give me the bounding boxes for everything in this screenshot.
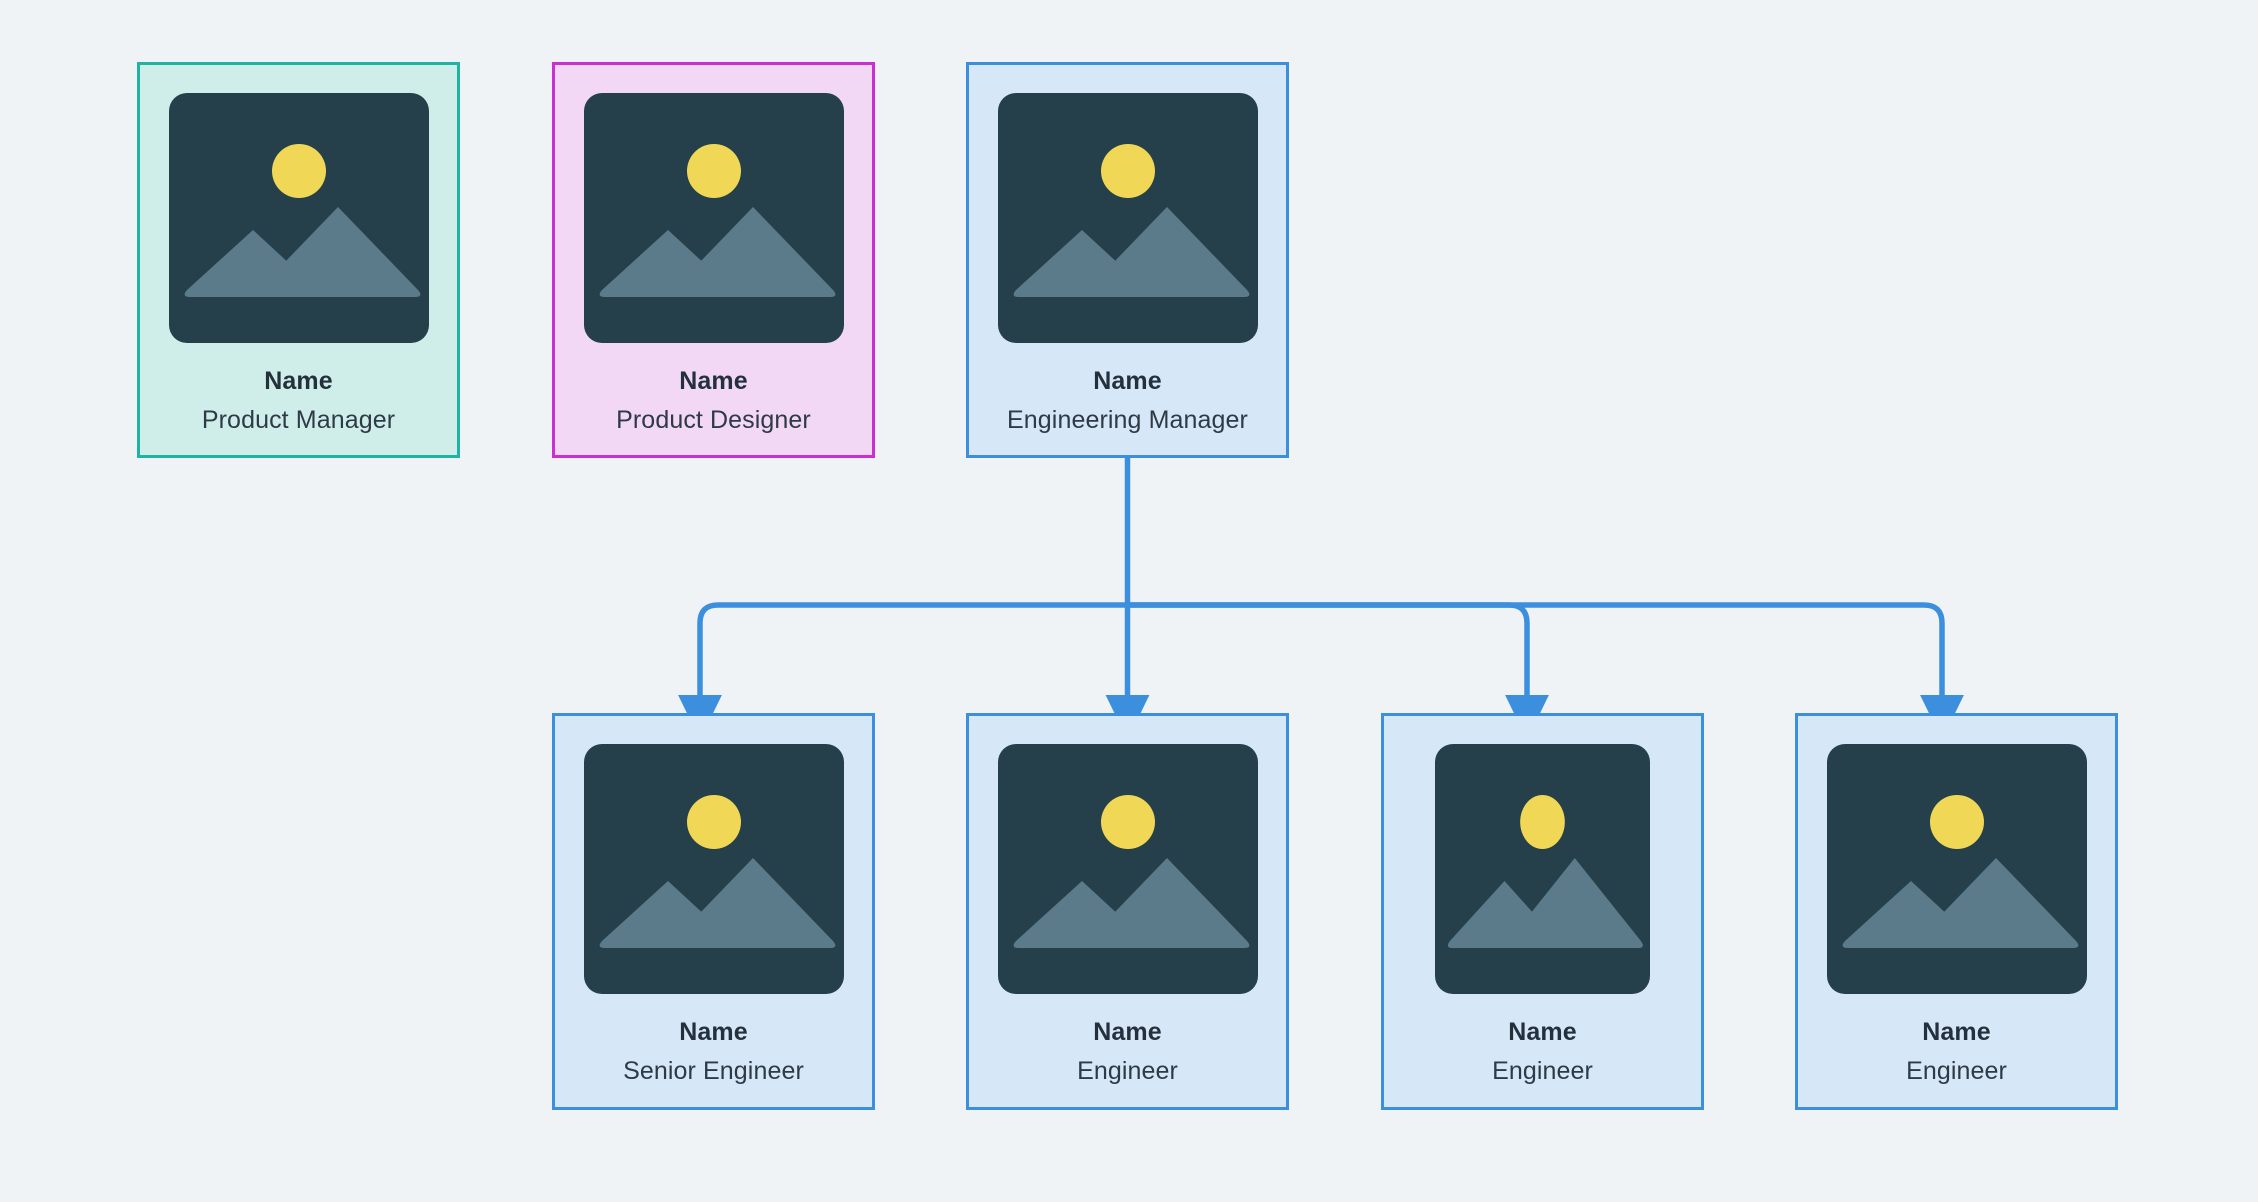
image-placeholder-icon [583, 93, 844, 343]
edge-to-engineer-2 [1127, 602, 1549, 740]
org-node-text: Name Engineer [1798, 994, 2115, 1084]
sun-icon [1100, 795, 1155, 849]
edge-to-engineer-3 [1127, 602, 1964, 740]
sun-icon [1520, 795, 1565, 849]
sun-icon [686, 144, 741, 198]
image-placeholder-icon [583, 744, 844, 994]
org-node-name: Name [1093, 367, 1162, 395]
image-placeholder-icon [997, 93, 1258, 343]
mountain-front-shape [599, 230, 736, 297]
org-node-engineer-3[interactable]: Name Engineer [1795, 713, 2118, 1110]
org-node-text: Name Engineer [1384, 994, 1701, 1084]
mountain-front-shape [1013, 230, 1150, 297]
org-node-product-manager[interactable]: Name Product Manager [137, 62, 460, 458]
org-node-engineer-1[interactable]: Name Engineer [966, 713, 1289, 1110]
org-node-role: Product Designer [616, 406, 811, 434]
org-node-role: Senior Engineer [623, 1057, 804, 1085]
sun-icon [1100, 144, 1155, 198]
sun-icon [1929, 795, 1984, 849]
sun-icon [271, 144, 326, 198]
mountain-front-shape [1013, 881, 1150, 948]
org-node-text: Name Senior Engineer [555, 994, 872, 1084]
org-node-name: Name [679, 367, 748, 395]
org-node-text: Name Engineering Manager [969, 343, 1286, 433]
mountain-front-shape [184, 230, 321, 297]
org-node-name: Name [1508, 1018, 1577, 1046]
org-node-name: Name [264, 367, 333, 395]
org-node-text: Name Product Designer [555, 343, 872, 433]
org-node-role: Engineer [1906, 1057, 2007, 1085]
edge-to-senior-engineer [678, 602, 1128, 740]
image-placeholder-icon [1435, 744, 1650, 994]
sun-icon [686, 795, 741, 849]
org-node-role: Engineer [1077, 1057, 1178, 1085]
org-node-role: Engineer [1492, 1057, 1593, 1085]
org-node-product-designer[interactable]: Name Product Designer [552, 62, 875, 458]
org-node-senior-engineer[interactable]: Name Senior Engineer [552, 713, 875, 1110]
org-node-name: Name [1093, 1018, 1162, 1046]
org-node-text: Name Engineer [969, 994, 1286, 1084]
mountain-front-shape [1842, 881, 1979, 948]
org-node-role: Product Manager [201, 406, 396, 434]
org-node-name: Name [1922, 1018, 1991, 1046]
mountain-front-shape [599, 881, 736, 948]
image-placeholder-icon [1826, 744, 2087, 994]
org-node-engineer-2[interactable]: Name Engineer [1381, 713, 1704, 1110]
org-node-engineering-manager[interactable]: Name Engineering Manager [966, 62, 1289, 458]
mountain-front-shape [1447, 881, 1561, 948]
image-placeholder-icon [997, 744, 1258, 994]
image-placeholder-icon [168, 93, 429, 343]
org-node-name: Name [679, 1018, 748, 1046]
org-node-role: Engineering Manager [1007, 406, 1248, 434]
org-node-text: Name Product Manager [140, 343, 457, 433]
